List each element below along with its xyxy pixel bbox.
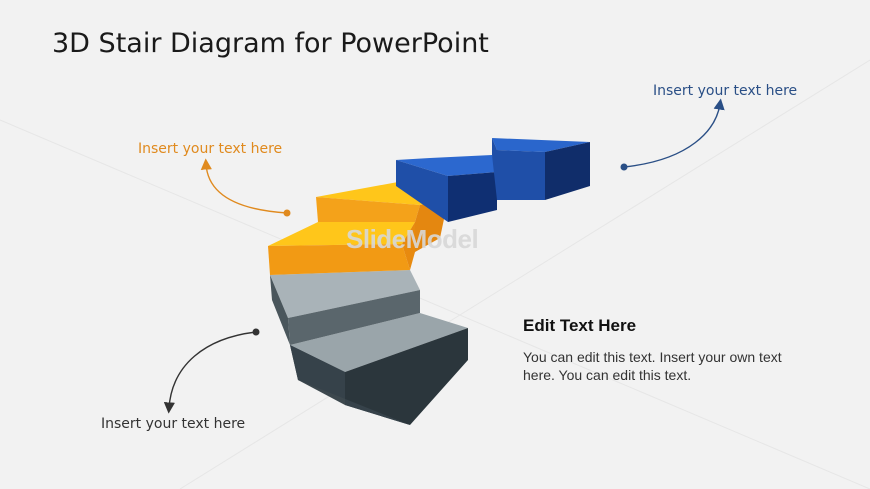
connector-orange-arrow xyxy=(200,158,288,214)
callout-top-right[interactable]: Insert your text here xyxy=(653,83,798,99)
blue-steps xyxy=(396,138,590,222)
blue-step-1-right xyxy=(545,142,590,200)
connector-gray xyxy=(163,328,260,414)
watermark-logo: SlideModel xyxy=(346,224,479,254)
callout-middle-left[interactable]: Insert your text here xyxy=(138,141,283,157)
orange-step-1-front xyxy=(316,197,420,222)
blue-step-1-top xyxy=(492,138,590,152)
gray-step-1-side xyxy=(270,275,290,345)
blue-step-1-front xyxy=(492,138,545,200)
gray-step-1-front xyxy=(288,290,420,345)
slide-title: 3D Stair Diagram for PowerPoint xyxy=(52,28,489,59)
connector-blue-arrow xyxy=(623,98,725,168)
gray-step-1-top xyxy=(270,270,420,318)
orange-step-1-top xyxy=(316,182,448,205)
callout-bottom-left[interactable]: Insert your text here xyxy=(101,416,246,432)
connector-blue xyxy=(620,98,725,171)
text-box-heading[interactable]: Edit Text Here xyxy=(523,316,637,335)
orange-step-2-side xyxy=(402,222,415,270)
gray-steps xyxy=(270,270,468,425)
orange-step-2-front xyxy=(268,244,410,275)
orange-step-2-top xyxy=(268,222,415,246)
blue-step-2-top xyxy=(396,155,497,176)
background-lines xyxy=(0,59,870,489)
gray-step-2-top xyxy=(290,313,468,372)
blue-step-2-right xyxy=(448,172,497,222)
connector-gray-arrow xyxy=(163,331,257,414)
gray-step-2-side xyxy=(290,345,410,425)
gray-step-2-right xyxy=(345,328,468,425)
text-box-body[interactable]: You can edit this text. Insert your own … xyxy=(523,349,782,383)
connector-orange xyxy=(200,158,291,217)
orange-steps xyxy=(268,182,448,275)
blue-step-2-front xyxy=(396,160,448,222)
